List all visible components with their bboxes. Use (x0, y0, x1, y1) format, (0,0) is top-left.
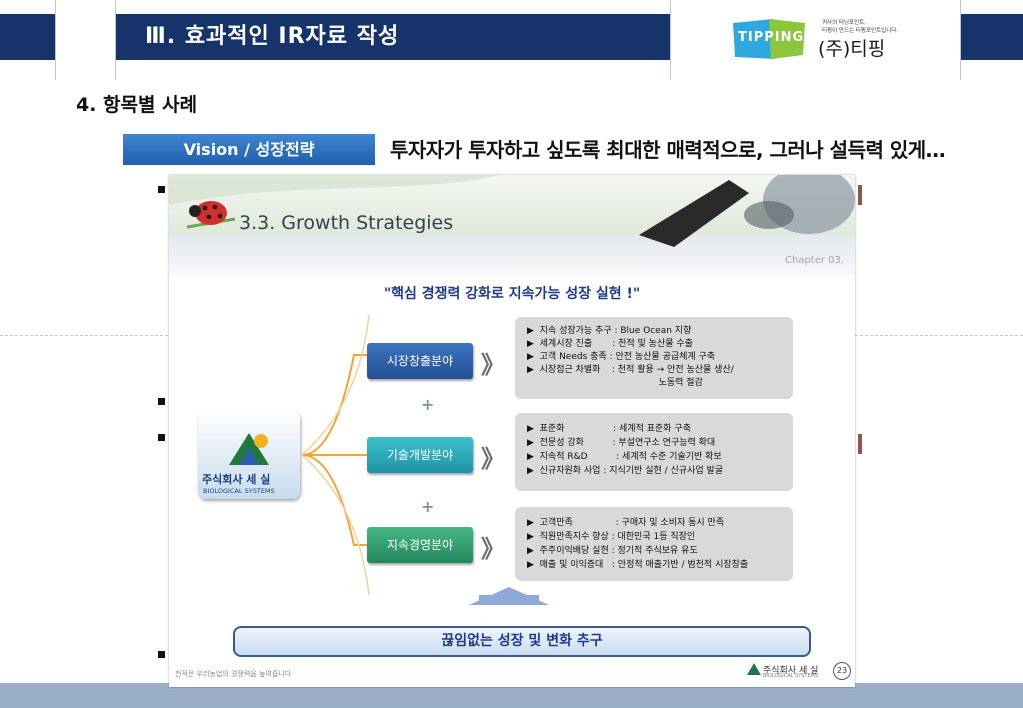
slide-header-art (169, 175, 855, 247)
panel-bullet: ▶ 주주이익배당 실현 : 정기적 주식보유 유도 (527, 546, 698, 556)
connector-lines (301, 314, 549, 605)
panel-bullet: ▶ 고객만족 : 구매자 및 소비자 동시 만족 (527, 518, 725, 528)
slide-quote: "핵심 경쟁력 강화로 지속가능 성장 실현 !" (383, 286, 641, 302)
header-divider (670, 0, 671, 80)
footer-company-sub: BIOLOGICAL SYSTEMS (763, 673, 819, 679)
slide-footer-text: 천적은 우리농업의 경쟁력을 높여줍니다 (175, 670, 292, 678)
panel-bullet: ▶ 신규자원화 사업 : 지식기반 실현 / 신규사업 발굴 (527, 466, 724, 476)
embedded-slide: 3.3. Growth Strategies Chapter 03. "핵심 경… (169, 175, 855, 687)
section-heading: 4. 항목별 사례 (76, 94, 198, 116)
logo-slogan-line2: 티핑이 만드는 티핑포인트입니다. (822, 28, 899, 34)
panel-bullet: ▶ 직원만족지수 향상 : 대한민국 1등 직장인 (527, 532, 696, 542)
chevron-right-icon: 》 (481, 445, 505, 473)
header-band-right (960, 14, 1023, 60)
logo-company-name: (주)티핑 (818, 38, 886, 60)
chevron-right-icon: 》 (481, 535, 505, 563)
chapter-label: Chapter 03. (785, 255, 845, 266)
category-tag-background (123, 134, 375, 165)
header-divider (115, 0, 116, 80)
company-name-en: BIOLOGICAL SYSTEMS (203, 487, 275, 495)
plus-sign: + (421, 395, 435, 414)
header-divider (55, 0, 56, 80)
panel-bullet: ▶ 지속적 R&D : 세계적 수준 기술기반 확보 (527, 452, 722, 462)
tipping-logo-icon (733, 19, 805, 59)
company-name-kr: 주식회사 세 실 (202, 473, 271, 486)
panel-bullet: ▶ 표준화 : 세계적 표준화 구축 (527, 424, 691, 434)
logo-slogan-line1: 귀사의 터닝포인트, (822, 20, 866, 26)
decor-bar (858, 185, 862, 205)
company-logo-icon (229, 433, 269, 465)
plus-sign: + (421, 497, 435, 516)
bullet-square (158, 398, 165, 405)
ladybug-icon (187, 201, 235, 229)
slide-header-band (169, 235, 855, 275)
bullet-square (158, 651, 165, 658)
logo-mark: TIPPING (738, 30, 805, 45)
decor-bar (858, 434, 862, 454)
bullet-square (158, 186, 165, 193)
panel-bullet: 노동력 절감 (527, 378, 703, 388)
strategy-box-sustain: 지속경영분야 (367, 527, 473, 563)
slide-title: 3.3. Growth Strategies (239, 212, 454, 234)
detail-panel-sustain: ▶ 고객만족 : 구매자 및 소비자 동시 만족 ▶ 직원만족지수 향상 : 대… (515, 507, 793, 581)
page-title: Ⅲ. 효과적인 IR자료 작성 (145, 24, 400, 49)
panel-bullet: ▶ 매출 및 이익증대 : 안정적 매출기반 / 범천적 시장창출 (527, 560, 749, 570)
panel-bullet: ▶ 전문성 강화 : 부설연구소 연구능력 확대 (527, 438, 716, 448)
detail-panel-market: ▶ 지속 성장가능 추구 : Blue Ocean 지향 ▶ 세계시장 진출 :… (515, 317, 793, 399)
footer-company-name: 주식회사 세 실 (763, 666, 819, 676)
strategy-box-market: 시장창출분야 (367, 343, 473, 379)
panel-bullet: ▶ 세계시장 진출 : 천적 및 농산물 수출 (527, 339, 693, 349)
footer-logo-icon (747, 663, 761, 675)
chevron-right-icon: 》 (481, 351, 505, 379)
detail-panel-tech: ▶ 표준화 : 세계적 표준화 구축 ▶ 전문성 강화 : 부설연구소 연구능력… (515, 413, 793, 491)
tagline: 투자자가 투자하고 싶도록 최대한 매력적으로, 그러나 설득력 있게… (390, 138, 946, 162)
bottom-band (0, 683, 1023, 708)
panel-bullet: ▶ 지속 성장가능 추구 : Blue Ocean 지향 (527, 326, 692, 336)
header-divider (960, 0, 961, 80)
header-band (115, 14, 670, 60)
goal-bar: 끊임없는 성장 및 변화 추구 (233, 626, 811, 657)
panel-bullet: ▶ 고객 Needs 충족 : 안전 농산물 공급체계 구축 (527, 352, 716, 362)
bullet-square (158, 434, 165, 441)
page-number: 23 (833, 662, 851, 680)
panel-bullet: ▶ 시장접근 차별화 : 천적 활용 → 안전 농산물 생산/ (527, 365, 734, 375)
category-tag: Vision / 성장전략 (183, 140, 315, 159)
strategy-box-tech: 기술개발분야 (367, 437, 473, 473)
header-band-left (0, 14, 55, 60)
